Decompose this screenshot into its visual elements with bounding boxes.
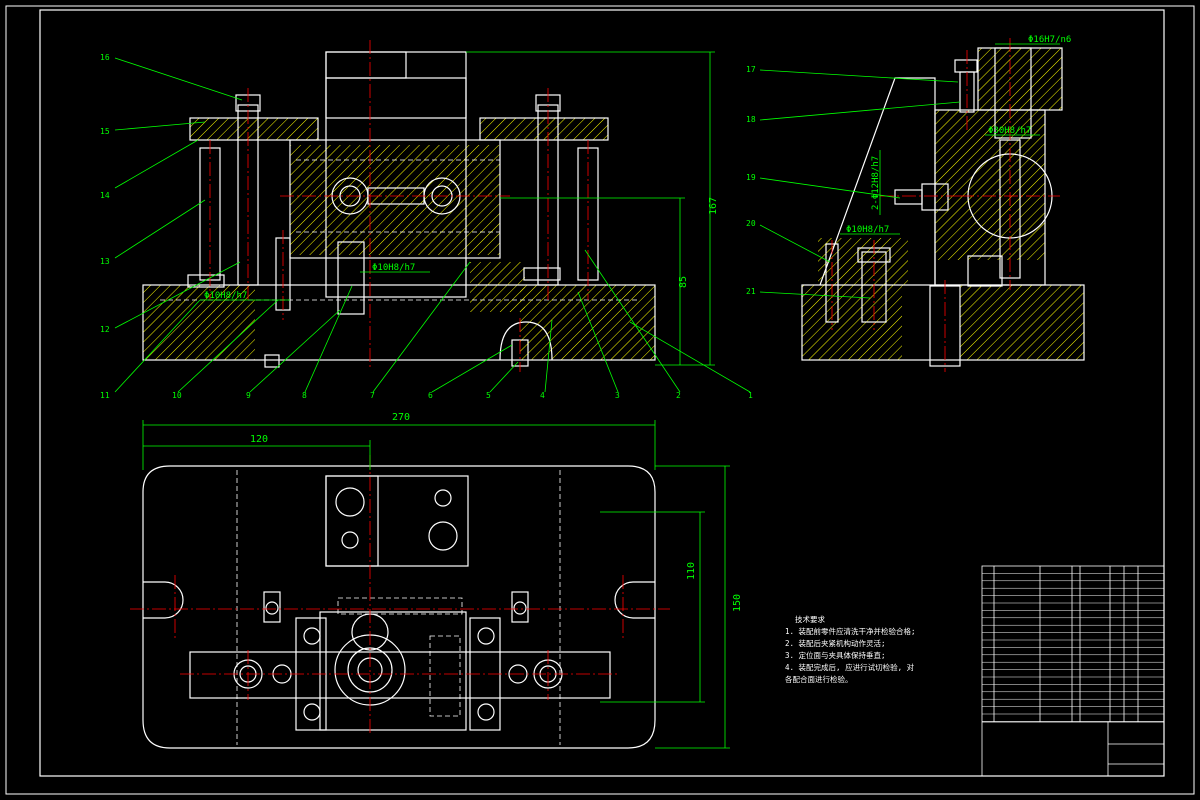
callout-1: 1 [748,391,753,400]
notes-title: 技术要求 [795,614,825,624]
notes-line-4: 4. 装配完成后, 应进行试切检验, 对 [785,662,915,672]
dim-width-inner: 110 [686,562,697,580]
callout-17: 17 [746,65,756,74]
notes-line-1: 1. 装配前零件应清洗干净并检验合格; [785,626,916,636]
callout-21: 21 [746,287,756,296]
callout-14: 14 [100,191,110,200]
callout-13: 13 [100,257,110,266]
dim-length-total: 270 [392,412,410,423]
dim-width-total: 150 [732,594,743,612]
callout-8: 8 [302,391,307,400]
notes-line-5: 各配合面进行检验。 [785,674,853,684]
dim-height-center: 85 [678,276,689,288]
fit-pin-left: Φ10H8/h7 [204,291,247,301]
callout-2: 2 [676,391,681,400]
front-view: 167 85 Φ10H8/h7 Φ10H8/h7 16 15 [100,40,753,400]
fit-pin-front: Φ10H8/h7 [372,263,415,273]
callout-12: 12 [100,325,110,334]
dim-height-total: 167 [708,197,719,215]
fit-side-top: Φ16H7/n6 [1028,35,1071,45]
technical-requirements: 技术要求 1. 装配前零件应清洗干净并检验合格; 2. 装配后夹紧机构动作灵活;… [785,614,916,684]
callout-7: 7 [370,391,375,400]
callout-19: 19 [746,173,756,182]
callout-10: 10 [172,391,182,400]
callout-4: 4 [540,391,545,400]
callout-9: 9 [246,391,251,400]
drawing-frame [5,5,1195,795]
callout-18: 18 [746,115,756,124]
parts-rows [982,573,1164,722]
fit-side-mid: Φ30H8/h7 [988,126,1031,136]
callout-16: 16 [100,53,110,62]
fit-side-two: 2-Φ12H8/h7 [871,156,881,210]
callout-15: 15 [100,127,110,136]
callout-11: 11 [100,391,110,400]
callout-5: 5 [486,391,491,400]
side-view: Φ16H7/n6 Φ30H8/h7 2-Φ12H8/h7 Φ10H8/h7 17… [746,35,1085,372]
callout-3: 3 [615,391,620,400]
callout-20: 20 [746,219,756,228]
fit-side-base: Φ10H8/h7 [846,225,889,235]
callout-6: 6 [428,391,433,400]
top-view: 270 120 150 110 [130,412,743,749]
notes-line-3: 3. 定位面与夹具体保持垂直; [785,650,886,660]
notes-line-2: 2. 装配后夹紧机构动作灵活; [785,638,886,648]
dim-length-offset: 120 [250,434,268,445]
parts-list-title-block [981,565,1165,777]
